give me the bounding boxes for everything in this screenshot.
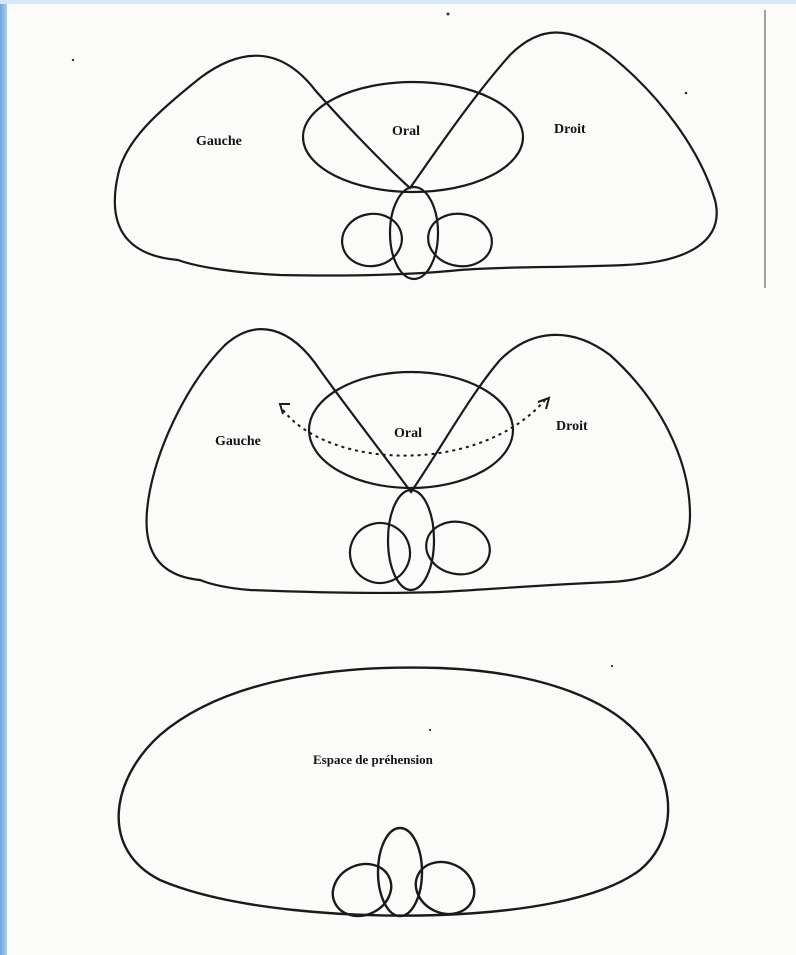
face-shape [390, 187, 438, 279]
label-gauche-1: Gauche [196, 134, 242, 149]
label-prehension: Espace de préhension [313, 752, 434, 767]
field-outline [147, 329, 690, 593]
label-gauche-2: Gauche [215, 434, 261, 449]
diagram-1 [115, 33, 717, 280]
arrowhead-left [280, 404, 290, 414]
prehension-space-outline [119, 668, 668, 916]
field-outline [115, 33, 717, 276]
label-droit-1: Droit [554, 122, 586, 137]
label-droit-2: Droit [556, 419, 588, 434]
diagram-2 [147, 329, 690, 593]
arrowhead-right [538, 398, 549, 409]
label-oral-1: Oral [392, 124, 420, 139]
label-oral-2: Oral [394, 426, 422, 441]
diagram-3 [119, 668, 668, 926]
right-hand-shape [424, 209, 496, 271]
left-hand-shape [343, 516, 416, 589]
scan-specks [72, 13, 688, 732]
